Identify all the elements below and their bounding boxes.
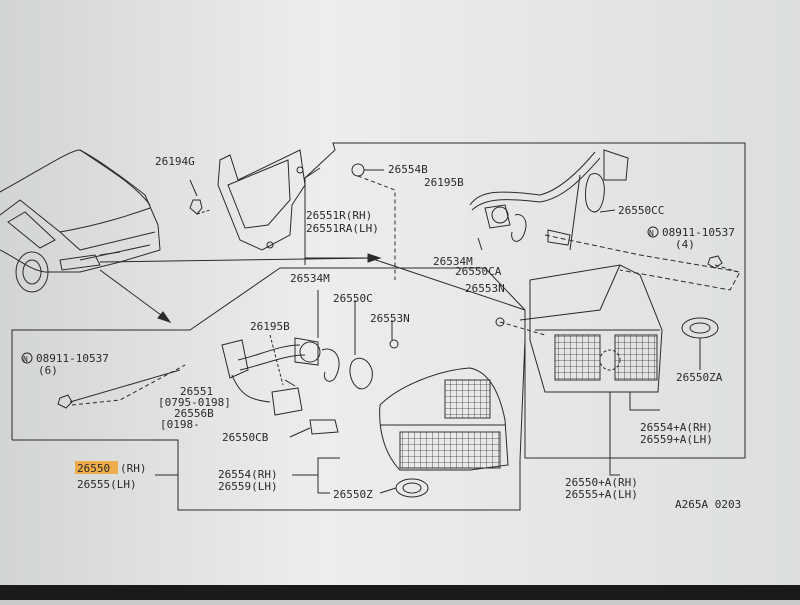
screw-26194G bbox=[189, 179, 211, 215]
svg-text:N: N bbox=[23, 355, 28, 364]
label-26550C: 26550C bbox=[333, 292, 373, 305]
label-26553N-left: 26553N bbox=[370, 312, 410, 325]
label-date-1: [0795-0198] bbox=[158, 396, 231, 409]
highlight-26550 bbox=[75, 461, 118, 474]
car-illustration bbox=[0, 149, 161, 293]
label-26555A: 26555+A(LH) bbox=[565, 488, 638, 501]
label-26550CA: 26550CA bbox=[455, 265, 502, 278]
label-26550-rh-suffix: (RH) bbox=[120, 462, 147, 475]
label-26195B-left: 26195B bbox=[250, 320, 290, 333]
harness-top bbox=[469, 149, 629, 251]
label-26195B-top: 26195B bbox=[424, 176, 464, 189]
label-26550Z: 26550Z bbox=[333, 488, 373, 501]
nut-08911-left bbox=[57, 394, 73, 409]
diagram-code: A265A 0203 bbox=[675, 498, 741, 511]
label-26534M-top: 26534M bbox=[433, 255, 473, 268]
paper-background bbox=[0, 0, 800, 585]
label-qty-4: (4) bbox=[675, 238, 695, 251]
frame-left bbox=[11, 267, 526, 511]
label-26556B: 26556B bbox=[174, 407, 214, 420]
svg-text:N: N bbox=[649, 229, 654, 238]
label-26555-lh: 26555(LH) bbox=[77, 478, 137, 491]
label-26551RA: 26551RA(LH) bbox=[306, 222, 379, 235]
label-26553N-top: 26553N bbox=[465, 282, 505, 295]
label-qty-6: (6) bbox=[38, 364, 58, 377]
monitor-bezel bbox=[0, 585, 800, 600]
label-26550CC: 26550CC bbox=[618, 204, 664, 217]
nut-08911-right bbox=[707, 255, 723, 269]
label-26554A: 26554+A(RH) bbox=[640, 421, 713, 434]
badge-N-right: N bbox=[647, 226, 659, 238]
label-26551R: 26551R(RH) bbox=[306, 209, 372, 222]
label-26550-rh-number: 26550 bbox=[77, 462, 110, 475]
lamp-inner-rh bbox=[519, 264, 663, 393]
bracket-26551 bbox=[217, 149, 321, 251]
lamp-outer-rh bbox=[379, 367, 509, 471]
label-26550ZA: 26550ZA bbox=[676, 371, 723, 384]
label-26559-lh: 26559(LH) bbox=[218, 480, 278, 493]
label-26551: 26551 bbox=[180, 385, 213, 398]
label-26554-rh: 26554(RH) bbox=[218, 468, 278, 481]
badge-N-left: N bbox=[21, 352, 33, 364]
label-26194G: 26194G bbox=[155, 155, 195, 168]
harness-left bbox=[221, 290, 399, 435]
label-26534M-left: 26534M bbox=[290, 272, 330, 285]
label-26554B: 26554B bbox=[388, 163, 428, 176]
label-date-2: [0198- bbox=[160, 418, 200, 431]
frame-right bbox=[304, 142, 746, 459]
label-26550CB: 26550CB bbox=[222, 431, 269, 444]
label-26559A: 26559+A(LH) bbox=[640, 433, 713, 446]
label-26550A: 26550+A(RH) bbox=[565, 476, 638, 489]
label-08911-right: 08911-10537 bbox=[662, 226, 735, 239]
label-08911-left: 08911-10537 bbox=[36, 352, 109, 365]
